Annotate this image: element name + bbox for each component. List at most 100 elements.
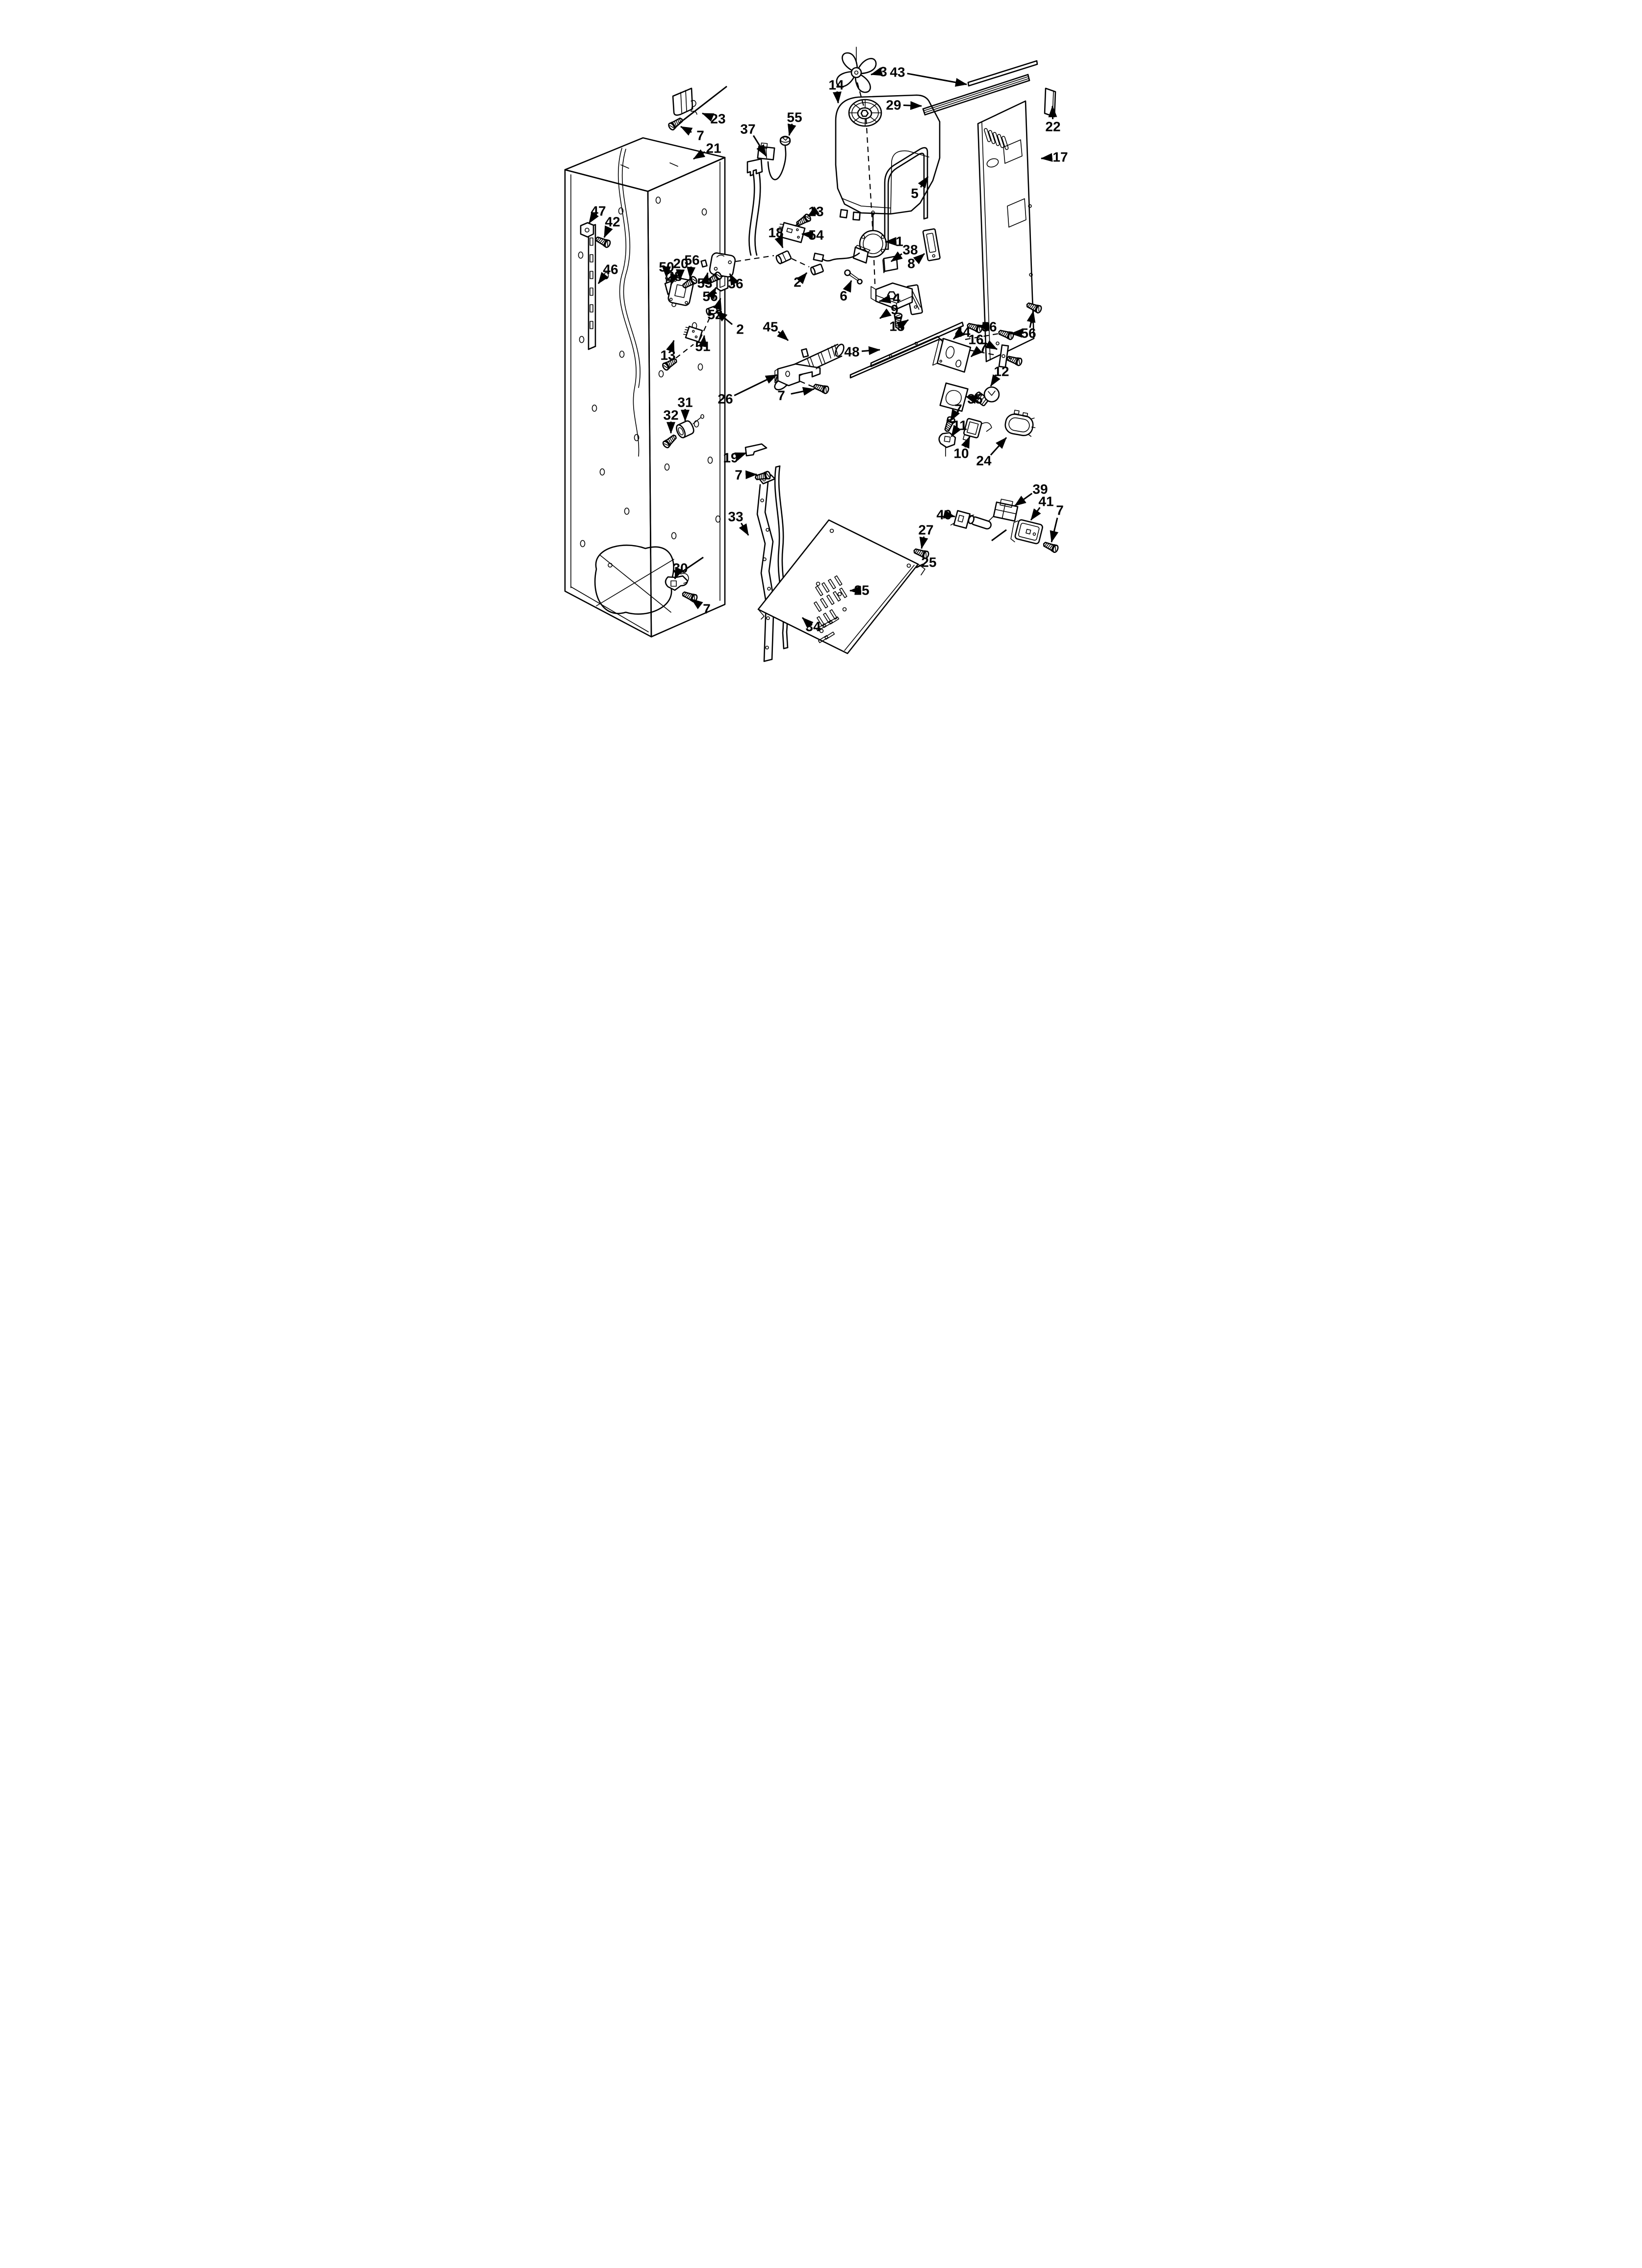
part-label-14: 14 xyxy=(828,78,844,93)
leader-4 xyxy=(878,294,892,304)
nut-clip-53 xyxy=(700,259,708,268)
fan-shroud-14 xyxy=(835,94,941,221)
leader-21 xyxy=(693,149,706,160)
leader-36 xyxy=(729,273,739,286)
part-label-51: 51 xyxy=(695,339,710,354)
shelf-clip-30 xyxy=(665,573,689,591)
leader-13a xyxy=(807,206,820,217)
leader-26 xyxy=(734,374,778,396)
leader-12 xyxy=(990,374,1001,387)
leader-27 xyxy=(919,536,928,549)
extra-leader-3 xyxy=(991,529,1007,542)
part-label-18: 18 xyxy=(768,225,783,240)
leader-18 xyxy=(774,235,784,249)
leader-45 xyxy=(777,330,789,341)
part-label-43: 43 xyxy=(890,65,905,80)
part-label-21: 21 xyxy=(706,141,721,156)
bushing-18 xyxy=(775,250,792,264)
leader-54 xyxy=(801,230,814,239)
board54-centerline xyxy=(795,222,799,227)
leader-43 xyxy=(907,73,968,87)
vent-slats xyxy=(814,575,847,643)
spacer-2-upper xyxy=(810,263,824,276)
leader-10 xyxy=(961,436,971,449)
leader-8 xyxy=(913,253,925,264)
part-label-15: 15 xyxy=(889,319,904,334)
part-label-17: 17 xyxy=(1052,150,1068,165)
insulation-card-22 xyxy=(1044,87,1056,118)
leader-38 xyxy=(891,251,903,262)
part-label-42: 42 xyxy=(605,214,620,230)
leader-53 xyxy=(700,272,710,285)
leader-29 xyxy=(903,101,923,110)
leader-7d xyxy=(745,470,758,479)
leader-52 xyxy=(713,297,722,311)
retainer-strip-48 xyxy=(849,336,944,379)
leader-56d xyxy=(1010,329,1023,338)
leader-44 xyxy=(953,328,965,340)
leader-46 xyxy=(597,272,609,284)
extra-leader-1 xyxy=(678,85,727,125)
part-label-34: 34 xyxy=(805,619,821,634)
part-label-56a: 56 xyxy=(684,253,699,268)
rear-panel-17 xyxy=(977,100,1035,363)
evaporator-cover-25 xyxy=(757,519,925,654)
leader-15 xyxy=(897,319,909,330)
part-label-37: 37 xyxy=(740,122,755,137)
part-label-9: 9 xyxy=(891,302,898,317)
support-bracket-8 xyxy=(922,228,941,261)
leader-23 xyxy=(701,112,715,122)
part-label-29: 29 xyxy=(886,98,901,113)
leader-6 xyxy=(843,280,852,293)
part-label-44: 44 xyxy=(955,325,971,340)
leader-16 xyxy=(984,340,998,350)
leader-7f xyxy=(1050,518,1059,543)
part-label-13b: 13 xyxy=(660,348,675,363)
trim-bar-43 xyxy=(967,60,1038,87)
part-label-23: 23 xyxy=(710,111,725,127)
part-label-56c: 56 xyxy=(981,319,997,335)
leader-2b xyxy=(716,310,733,325)
leader-22 xyxy=(1048,105,1057,119)
leader-1 xyxy=(884,237,897,246)
part-label-55: 55 xyxy=(787,110,802,125)
leader-13b xyxy=(666,339,675,353)
thermistor-39 xyxy=(968,498,1019,530)
leader-56a xyxy=(687,266,696,279)
part-label-56d: 56 xyxy=(1021,326,1036,341)
leader-35 xyxy=(965,395,978,404)
leader-2a xyxy=(796,272,808,285)
air-grille-strip-29 xyxy=(922,74,1030,116)
leader-25a xyxy=(916,563,924,569)
leader-47 xyxy=(588,211,599,224)
part-label-56b: 56 xyxy=(702,289,718,304)
leader-19 xyxy=(734,452,747,461)
part-label-7d: 7 xyxy=(735,468,743,483)
evaporator-fan-motor-1 xyxy=(813,210,887,264)
part-label-16: 16 xyxy=(968,332,983,347)
plate36-centerline xyxy=(735,255,810,267)
cover-clip-23 xyxy=(672,87,697,116)
mounting-rail-46 xyxy=(588,224,596,350)
part-label-40: 40 xyxy=(936,507,951,522)
leader-7c xyxy=(791,387,815,396)
leader-51 xyxy=(698,335,708,347)
ground-link-6 xyxy=(844,269,863,285)
extra-leader-0 xyxy=(1026,310,1036,328)
part-label-7f: 7 xyxy=(1056,503,1064,518)
part-label-1: 1 xyxy=(896,234,903,249)
leader-5 xyxy=(918,176,929,188)
part-label-2b: 2 xyxy=(736,322,744,337)
part-label-32: 32 xyxy=(663,408,678,423)
lamp-shield-35 xyxy=(939,382,969,412)
lamp-bracket xyxy=(932,338,972,373)
part-label-25b: 25 xyxy=(854,583,869,598)
leader-28 xyxy=(670,273,679,286)
fan-shaft-centerline xyxy=(856,82,873,227)
leader-25b xyxy=(849,585,862,595)
part-label-54: 54 xyxy=(808,228,824,243)
part-label-7g: 7 xyxy=(703,601,711,617)
spacer-bar-16 xyxy=(998,344,1009,368)
lamp-lens-24 xyxy=(1004,410,1036,437)
